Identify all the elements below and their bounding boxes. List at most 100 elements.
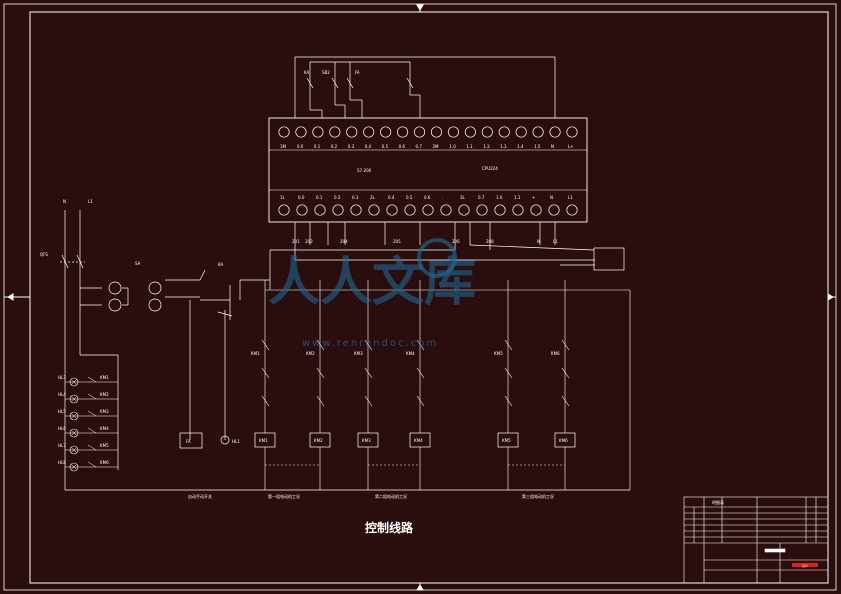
output-terminal — [278, 204, 290, 216]
lamp-symbol — [69, 377, 79, 387]
output-terminal-label: 0.4 — [388, 195, 395, 200]
lamp-relay-label: KM3 — [100, 409, 109, 414]
contact-symbol — [316, 339, 325, 351]
group-label-1: 第一组电动机工况 — [268, 493, 300, 499]
input-terminal-label: 1M — [280, 144, 287, 149]
output-marker-201: 201 — [292, 239, 300, 244]
power-section — [60, 210, 630, 491]
input-terminal-label: 1.4 — [517, 144, 524, 149]
contact-symbol — [561, 395, 570, 407]
lamp-label: HL6 — [58, 426, 66, 431]
lamp-symbol — [69, 428, 79, 438]
input-terminal-label: 1.2 — [483, 144, 490, 149]
input-terminal — [498, 126, 510, 138]
contact-label: KM5 — [494, 351, 503, 356]
lamp-label: HL4 — [58, 392, 66, 397]
contact-symbol — [364, 339, 373, 351]
input-label-sb2: SB2 — [322, 70, 330, 75]
contact-label: KM6 — [551, 351, 560, 356]
output-terminal — [458, 204, 470, 216]
indicator-hl1 — [220, 435, 230, 445]
lamp-label: HL3 — [58, 375, 66, 380]
output-marker-l1: L1 — [553, 239, 558, 244]
supply-l1-label: L1 — [88, 199, 93, 204]
input-terminal-label: 0.2 — [331, 144, 338, 149]
output-terminal-label: 0.2 — [334, 195, 341, 200]
output-terminal — [476, 204, 488, 216]
input-terminal — [312, 126, 324, 138]
title-block — [683, 496, 829, 584]
drawing-frame — [3, 3, 837, 591]
output-terminal — [494, 204, 506, 216]
group-label-3: 第三组电动机工况 — [522, 493, 554, 499]
output-marker-206: 206 — [452, 239, 460, 244]
output-terminal-label: N — [550, 195, 553, 200]
output-terminal — [296, 204, 308, 216]
input-terminal — [278, 126, 290, 138]
watermark-text: 人人文库 — [268, 253, 476, 313]
coil-label: KM6 — [559, 438, 568, 443]
input-terminal — [464, 126, 476, 138]
lamp-symbol — [69, 411, 79, 421]
input-terminal-label: 0.0 — [297, 144, 304, 149]
contact-symbol — [316, 395, 325, 407]
input-terminal-label: 1.5 — [534, 144, 541, 149]
plc-model-label: S7-200 — [357, 168, 372, 173]
group-label-2: 第二组电动机工况 — [375, 493, 407, 499]
input-terminal-label: 0.7 — [416, 144, 423, 149]
output-terminal — [422, 204, 434, 216]
contact-symbol — [261, 395, 270, 407]
indicator-hl1-label: HL1 — [232, 439, 240, 444]
output-terminal-label: . — [442, 195, 443, 200]
input-terminal — [380, 126, 392, 138]
coil-label: KM3 — [362, 438, 371, 443]
output-terminal — [440, 204, 452, 216]
output-marker-208: 208 — [486, 239, 494, 244]
group-label-auto-manual: 自动手动开关 — [188, 493, 212, 499]
coil-label: KM5 — [502, 438, 511, 443]
plc-cpu-label: CPU224 — [482, 166, 498, 171]
output-terminal-label: 0.6 — [424, 195, 431, 200]
watermark-url: www.renrendoc.com — [302, 338, 438, 349]
output-terminal — [332, 204, 344, 216]
coil-label: KM4 — [414, 438, 423, 443]
output-terminal — [386, 204, 398, 216]
input-terminal — [430, 126, 443, 138]
input-terminal-label: L+ — [568, 144, 574, 149]
output-terminal-label: 0.5 — [406, 195, 413, 200]
contact-symbol — [561, 339, 570, 351]
output-terminal — [314, 204, 326, 216]
lamp-relay-label: KM5 — [100, 443, 109, 448]
output-terminal-label: 1.1 — [514, 195, 521, 200]
lamp-relay-label: KM6 — [100, 460, 109, 465]
output-terminal — [404, 204, 416, 216]
output-marker-n: N — [537, 239, 540, 244]
watermark: 人人文库 www.renrendoc.com — [268, 238, 476, 349]
input-terminal-label: 0.3 — [348, 144, 355, 149]
contact-label: KM1 — [251, 351, 260, 356]
contact-symbol — [416, 395, 425, 407]
contact-label: KM3 — [354, 351, 363, 356]
output-terminal — [512, 204, 524, 216]
coil-fa — [179, 432, 203, 449]
output-marker-205: 205 — [393, 239, 401, 244]
lamp-symbol — [69, 445, 79, 455]
contact-symbol — [504, 367, 513, 379]
plc-output-wiring — [269, 222, 625, 290]
lamp-symbol — [69, 394, 79, 404]
output-terminal-label: L1 — [568, 195, 573, 200]
breaker-label: QFS — [40, 252, 48, 257]
input-terminal-label: 0.6 — [399, 144, 406, 149]
output-terminal — [368, 204, 380, 216]
input-terminal-label: 1.0 — [449, 144, 456, 149]
supply-n-label: N — [63, 199, 66, 204]
output-terminal-label: 0.7 — [478, 195, 485, 200]
coil-label: KM1 — [259, 438, 268, 443]
contact-symbol — [364, 395, 373, 407]
output-terminal-label: + — [532, 195, 535, 200]
contact-symbol — [261, 367, 270, 379]
contact-symbol — [416, 339, 425, 351]
input-terminal — [346, 126, 358, 138]
